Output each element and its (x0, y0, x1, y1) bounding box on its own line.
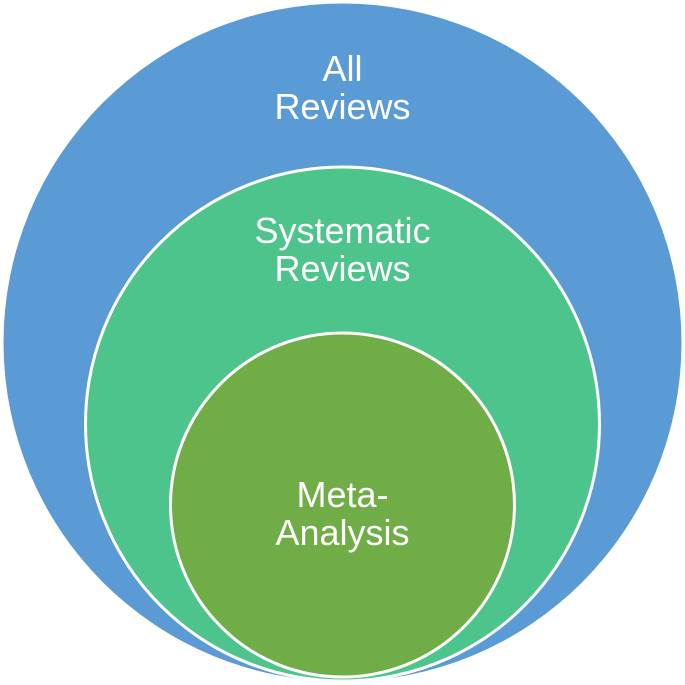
all-reviews-label-line-2: Reviews (274, 86, 411, 127)
all-reviews-label: All Reviews (0, 50, 685, 126)
systematic-reviews-label: Systematic Reviews (0, 212, 685, 288)
meta-analysis-circle (169, 331, 516, 679)
systematic-reviews-label-line-1: Systematic (254, 210, 431, 251)
all-reviews-label-line-1: All (322, 48, 363, 89)
meta-analysis-label-line-2: Analysis (275, 512, 410, 553)
meta-analysis-label-line-1: Meta- (296, 474, 389, 515)
systematic-reviews-label-line-2: Reviews (274, 248, 411, 289)
meta-analysis-label: Meta- Analysis (0, 476, 685, 552)
